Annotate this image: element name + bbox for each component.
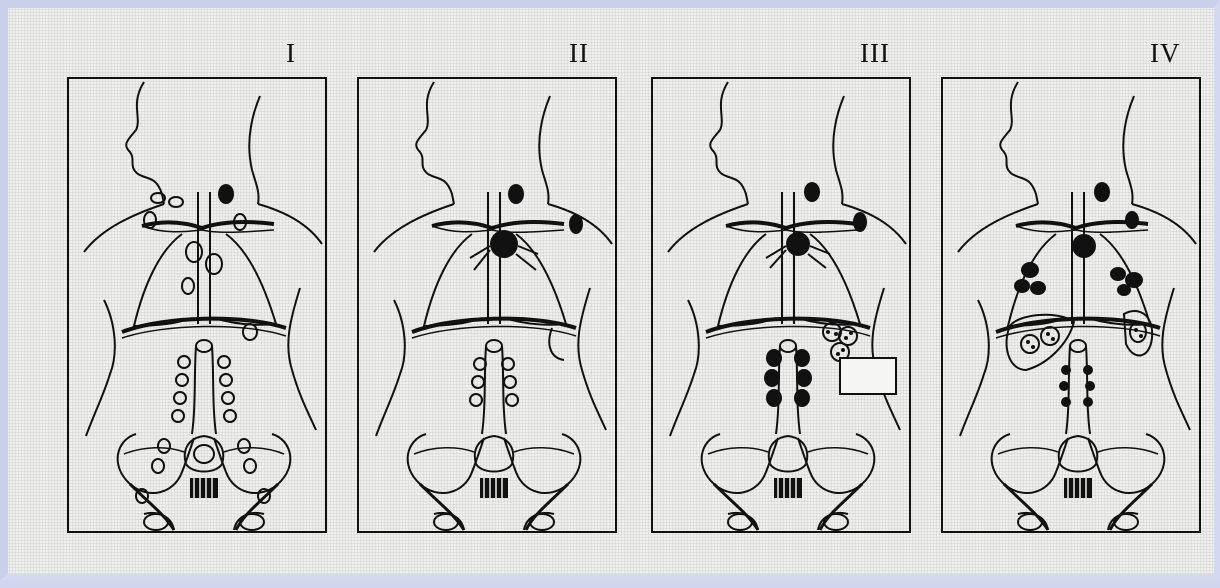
spleen-box — [840, 358, 896, 394]
torso-panel-4 — [942, 78, 1200, 532]
torso-panel-2 — [358, 78, 616, 532]
staging-diagram — [8, 8, 1220, 588]
torso-panel-3 — [652, 78, 910, 532]
torso-panel-1 — [68, 78, 326, 532]
